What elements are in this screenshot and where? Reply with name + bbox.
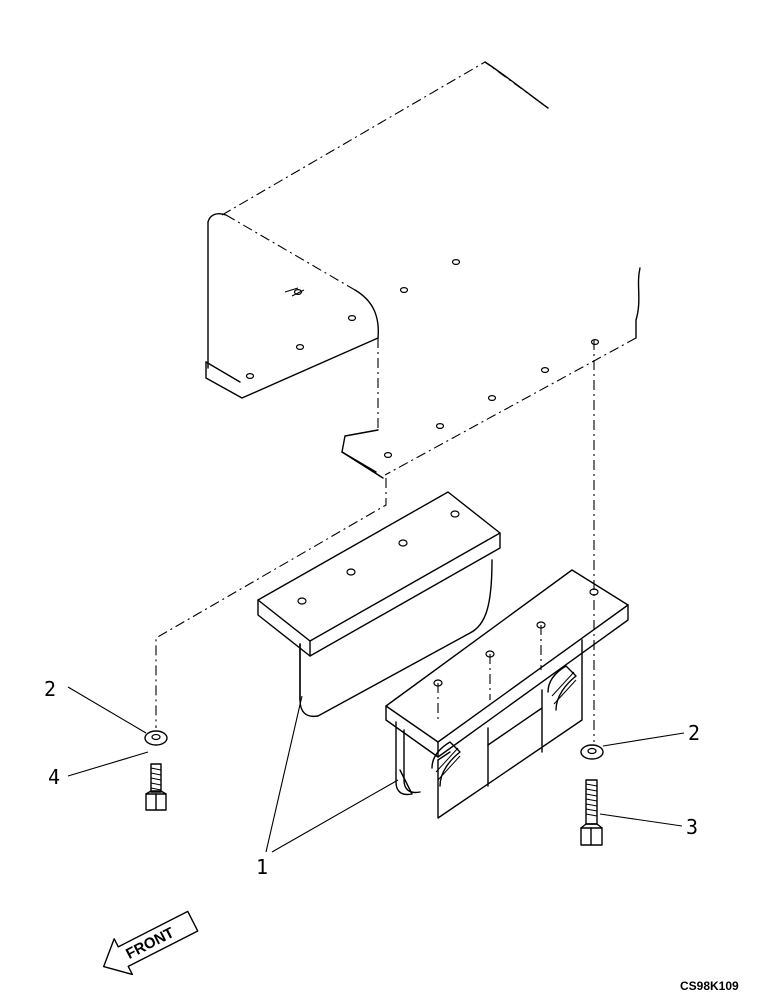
drawing-code: CS98K109	[680, 979, 739, 993]
callout-1: 1	[256, 855, 268, 879]
callout-2-right: 2	[688, 721, 700, 745]
callout-2-left: 2	[44, 677, 56, 701]
mount-bracket-left	[257, 491, 501, 718]
mount-bracket-right	[385, 569, 629, 819]
leader-lines	[67, 686, 685, 853]
callout-3: 3	[686, 815, 698, 839]
bolt-short	[145, 763, 167, 811]
housing-cover	[205, 61, 641, 479]
assembly-lines	[155, 340, 595, 742]
callout-4: 4	[48, 765, 60, 789]
washer-right	[580, 744, 604, 760]
washer-left	[144, 730, 168, 746]
front-direction-arrow: FRONT	[102, 910, 199, 976]
bolt-long	[580, 779, 603, 846]
